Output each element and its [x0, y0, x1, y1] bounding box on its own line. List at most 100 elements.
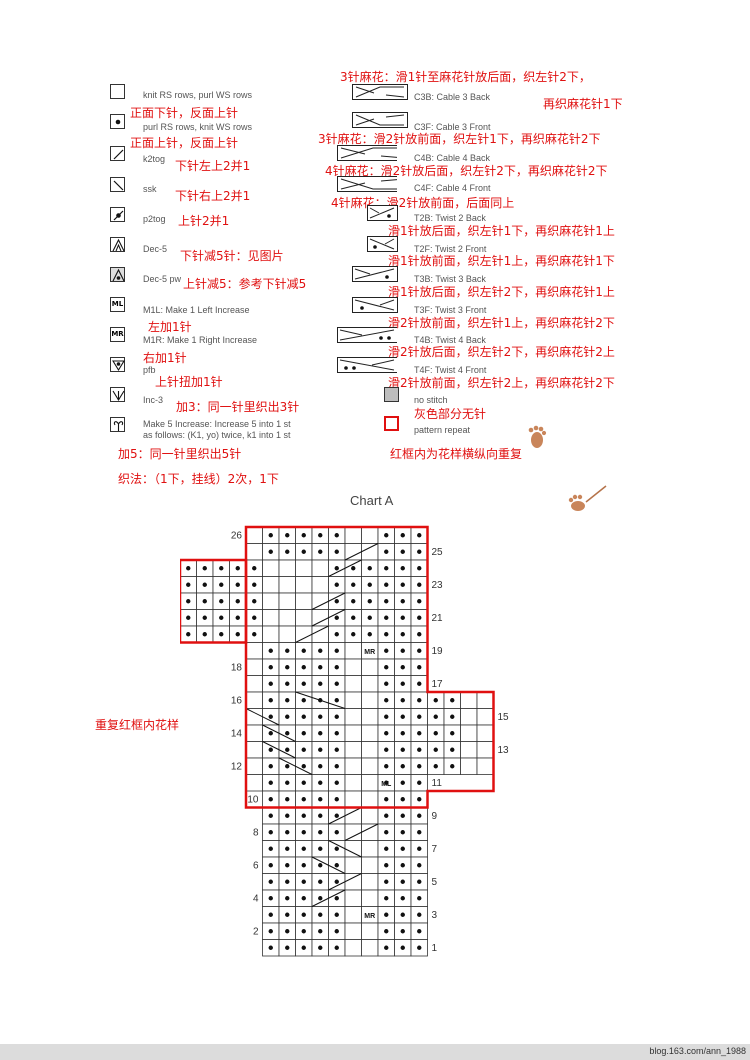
purl-dot — [285, 731, 290, 736]
purl-dot — [417, 566, 422, 571]
chart-cell — [344, 708, 362, 726]
chart-cell — [361, 823, 379, 841]
chart-cell — [245, 675, 263, 693]
cable-line — [295, 625, 329, 643]
chart-ml-symbol: ML — [381, 781, 392, 788]
purl-dot — [400, 945, 405, 950]
legend-t2f-cn: 滑1针放前面，织左针1上，再织麻花针1下 — [388, 254, 615, 268]
chart-cell — [245, 658, 263, 676]
t3b-twist-icon — [352, 266, 398, 282]
purl-dot — [268, 533, 273, 538]
legend-c3b-cn: 3针麻花：滑1针至麻花针放后面，织左针2下， — [340, 70, 591, 84]
row-number-right: 9 — [432, 811, 438, 822]
purl-dot — [417, 797, 422, 802]
m1l-icon: ML — [110, 297, 125, 312]
purl-dot — [301, 665, 306, 670]
legend-k2tog-en: k2tog — [143, 154, 166, 164]
chart-cell — [476, 757, 494, 775]
chart-cell — [344, 691, 362, 709]
purl-dot — [417, 813, 422, 818]
purl-dot — [417, 599, 422, 604]
purl-dot — [268, 549, 273, 554]
purl-dot — [318, 846, 323, 851]
chart-cell — [361, 675, 379, 693]
purl-dot — [219, 566, 224, 571]
legend-c4f-en: C4F: Cable 4 Front — [414, 183, 491, 193]
legend-dec5pw-en: Dec-5 pw — [143, 274, 182, 284]
chart-cell — [361, 526, 379, 544]
knitting-chart: 2624222018161412108642252321191715131197… — [180, 525, 509, 957]
c4b-cable-icon — [337, 145, 397, 161]
legend-c3b-cn2: 再织麻花针1下 — [543, 97, 623, 111]
purl-dot — [202, 582, 207, 587]
purl-dot — [268, 698, 273, 703]
chart-cell — [361, 757, 379, 775]
purl-dot — [301, 714, 306, 719]
purl-dot — [285, 830, 290, 835]
chart-cell — [245, 757, 263, 775]
purl-dot — [252, 632, 257, 637]
chart-cell — [361, 708, 379, 726]
chart-cell — [361, 889, 379, 907]
purl-dot — [334, 929, 339, 934]
purl-dot — [351, 632, 356, 637]
chart-cell — [460, 708, 478, 726]
purl-dot — [318, 813, 323, 818]
purl-dot — [400, 863, 405, 868]
legend-t3f-cn: 滑2针放前面，织左针1上，再织麻花针2下 — [388, 316, 615, 330]
legend-purl-cn: 正面上针，反面上针 — [130, 136, 239, 150]
purl-dot — [417, 549, 422, 554]
purl-dot — [318, 681, 323, 686]
cable-line — [328, 559, 362, 577]
purl-dot — [334, 599, 339, 604]
k2tog-icon — [110, 146, 125, 161]
legend-c4b-en: C4B: Cable 4 Back — [414, 153, 491, 163]
purl-dot — [400, 632, 405, 637]
legend-t2b-en: T2B: Twist 2 Back — [414, 213, 486, 223]
purl-dot — [202, 599, 207, 604]
purl-dot — [268, 912, 273, 917]
purl-dot — [384, 533, 389, 538]
row-number-left: 18 — [231, 662, 243, 673]
purl-dot — [367, 599, 372, 604]
purl-dot — [318, 648, 323, 653]
purl-dot — [400, 549, 405, 554]
purl-dot — [400, 698, 405, 703]
purl-dot — [301, 929, 306, 934]
chart-cell — [245, 708, 263, 726]
purl-dot — [334, 566, 339, 571]
knit-symbol-icon — [110, 84, 125, 99]
purl-dot — [219, 632, 224, 637]
chart-cell — [344, 543, 362, 561]
purl-dot — [285, 698, 290, 703]
purl-dot — [384, 797, 389, 802]
chart-cell — [245, 642, 263, 660]
purl-dot — [400, 731, 405, 736]
purl-dot — [318, 731, 323, 736]
chart-cell — [344, 823, 362, 841]
purl-dot — [367, 632, 372, 637]
legend-purl-en: purl RS rows, knit WS rows — [143, 122, 253, 132]
legend-make5-line1: Make 5 Increase: Increase 5 into 1 st — [143, 419, 291, 429]
purl-dot — [334, 582, 339, 587]
chart-cell — [361, 724, 379, 742]
row-number-right: 1 — [432, 943, 438, 954]
purl-dot — [318, 830, 323, 835]
purl-dot — [384, 945, 389, 950]
purl-dot — [400, 714, 405, 719]
purl-dot — [301, 830, 306, 835]
purl-dot — [334, 698, 339, 703]
chart-cell — [361, 840, 379, 858]
inc3-icon — [110, 387, 125, 402]
chart-cell — [245, 526, 263, 544]
purl-dot — [301, 797, 306, 802]
legend-dec5-cn: 下针减5针：见图片 — [180, 249, 284, 263]
legend-m1l-cn: 左加1针 — [148, 320, 192, 334]
purl-dot — [301, 780, 306, 785]
purl-dot — [400, 665, 405, 670]
purl-dot — [318, 945, 323, 950]
purl-dot — [268, 830, 273, 835]
chart-cell — [245, 691, 263, 709]
cable-line — [328, 807, 362, 825]
purl-dot — [285, 945, 290, 950]
